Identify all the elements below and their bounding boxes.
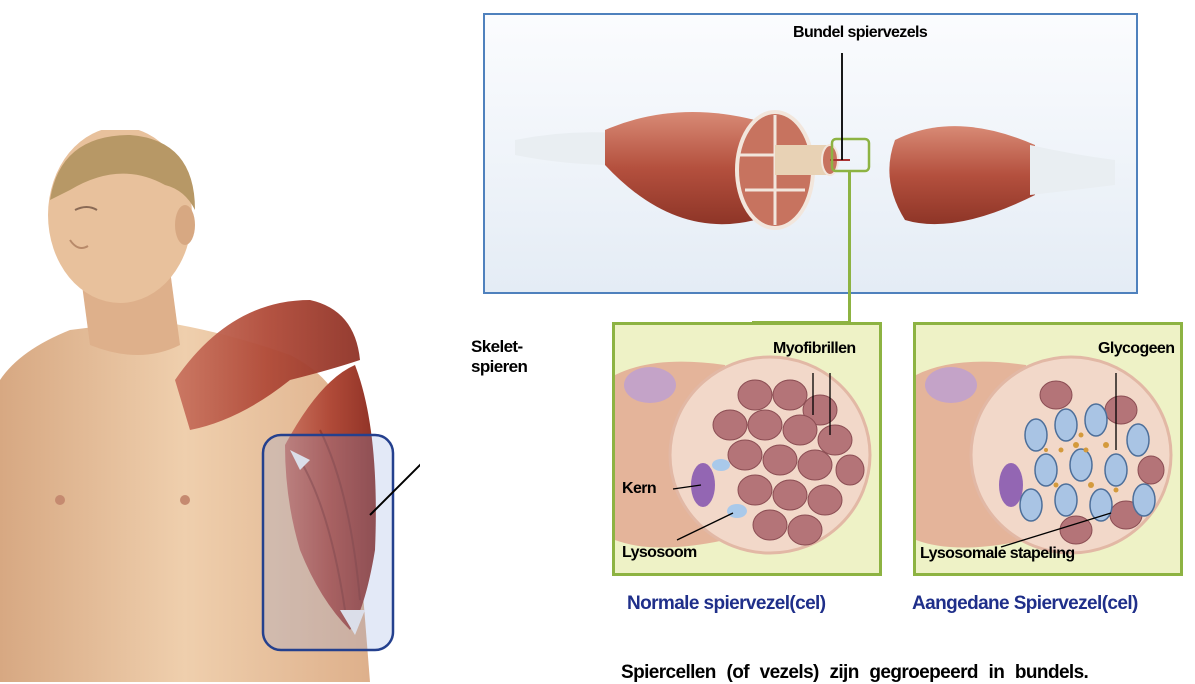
normal-fiber-caption: Normale spiervezel(cel) — [627, 593, 825, 615]
human-figure-illustration — [0, 130, 420, 682]
skeletal-muscle-label: Skelet- spieren — [471, 337, 527, 377]
arm-highlight-box — [263, 435, 393, 650]
lysosomal-storage-label: Lysosomale stapeling — [920, 545, 1075, 563]
normal-fiber-illustration — [615, 325, 879, 573]
myofibrils-label: Myofibrillen — [773, 340, 856, 358]
bundle-label: Bundel spiervezels — [793, 24, 927, 42]
muscle-belly-left — [605, 112, 755, 224]
nucleus-label: Kern — [622, 480, 656, 498]
muscle-belly-right — [889, 126, 1035, 224]
nucleus — [691, 463, 715, 507]
zoom-connector-line — [848, 171, 851, 325]
skeletal-label-line2: spieren — [471, 357, 527, 377]
glycogen-label: Glycogeen — [1098, 340, 1174, 358]
lysosome-label: Lysosoom — [622, 544, 697, 562]
muscle-bundle-illustration — [485, 15, 1136, 292]
affected-fiber-illustration — [916, 325, 1180, 573]
skeletal-label-line1: Skelet- — [471, 337, 527, 357]
bottom-description: Spiercellen (of vezels) zijn gegroepeerd… — [621, 662, 1088, 684]
affected-fiber-caption: Aangedane Spiervezel(cel) — [912, 593, 1138, 615]
lysosome — [727, 504, 747, 518]
